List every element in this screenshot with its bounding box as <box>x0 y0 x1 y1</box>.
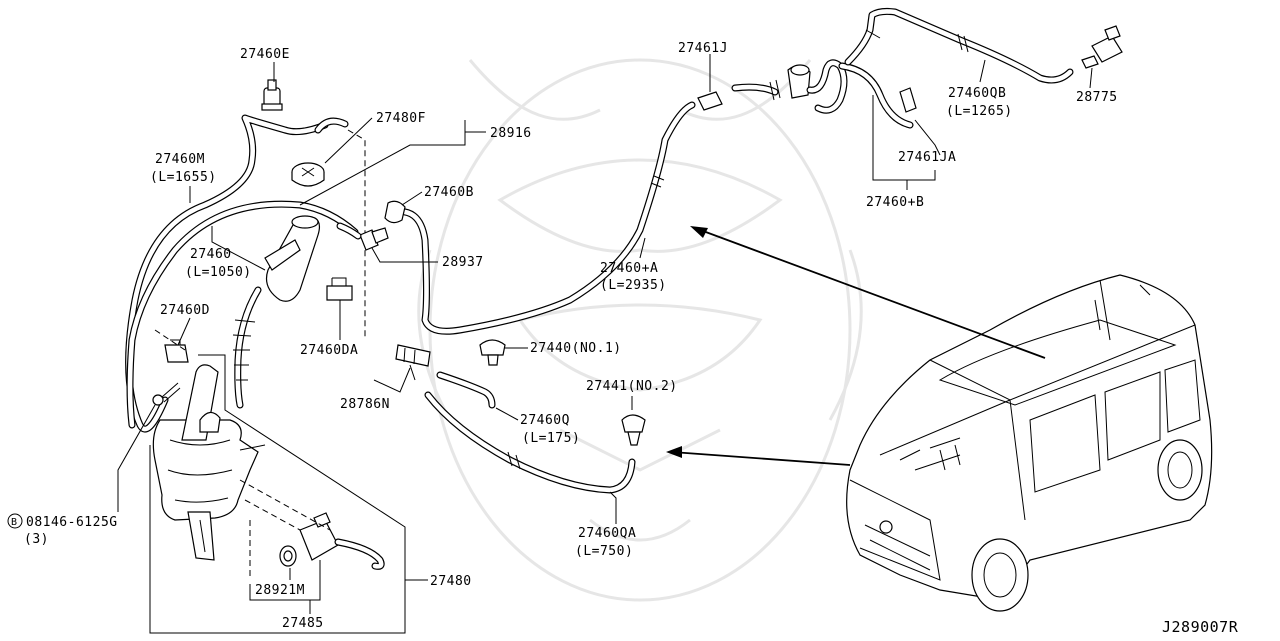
label-27460Q-length: (L=175) <box>522 431 580 446</box>
leader-lines <box>117 54 1093 614</box>
label-27460QB-length: (L=1265) <box>946 104 1013 119</box>
label-27460DA: 27460DA <box>300 343 358 358</box>
label-27460plusA: 27460+A <box>600 261 658 276</box>
label-27460QA: 27460QA <box>578 526 636 541</box>
label-27460B: 27460B <box>424 185 474 200</box>
label-28786N: 28786N <box>340 397 390 412</box>
rear-hoses <box>697 7 1123 129</box>
label-28916: 28916 <box>490 126 532 141</box>
part-labels: 27460E 27480F 28916 27460M (L=1655) 2746… <box>7 41 1239 636</box>
label-27460plusB: 27460+B <box>866 195 924 210</box>
label-27485: 27485 <box>282 616 324 631</box>
watermark-emblem <box>417 58 863 602</box>
label-08146-qty: (3) <box>24 532 49 547</box>
bolt-b-circle <box>7 513 23 529</box>
label-27460plusA-length: (L=2935) <box>600 278 667 293</box>
label-27460: 27460 <box>190 247 232 262</box>
label-27460QA-length: (L=750) <box>575 544 633 559</box>
label-27461J: 27461J <box>678 41 728 56</box>
label-27460M: 27460M <box>155 152 205 167</box>
label-27460M-length: (L=1655) <box>150 170 217 185</box>
label-27461JA: 27461JA <box>898 150 956 165</box>
label-bolt-b: B <box>11 517 18 528</box>
label-27440: 27440(NO.1) <box>530 341 622 356</box>
label-27480F: 27480F <box>376 111 426 126</box>
label-28921M: 28921M <box>255 583 305 598</box>
label-08146-6125G: 08146-6125G <box>26 515 118 530</box>
center-hoses <box>336 101 696 494</box>
label-28937: 28937 <box>442 255 484 270</box>
label-27460-length: (L=1050) <box>185 265 252 280</box>
arrow-head-rear <box>690 226 708 238</box>
label-27460Q: 27460Q <box>520 413 570 428</box>
diagram-code: J289007R <box>1162 618 1239 636</box>
label-27441: 27441(NO.2) <box>586 379 678 394</box>
label-28775: 28775 <box>1076 90 1118 105</box>
label-27460D: 27460D <box>160 303 210 318</box>
arrows <box>666 226 1046 466</box>
label-27460QB: 27460QB <box>948 86 1006 101</box>
left-assembly <box>125 79 406 634</box>
arrow-head-front <box>666 446 682 458</box>
label-27460E: 27460E <box>240 47 290 62</box>
label-27480: 27480 <box>430 574 472 589</box>
car-illustration <box>846 274 1213 612</box>
